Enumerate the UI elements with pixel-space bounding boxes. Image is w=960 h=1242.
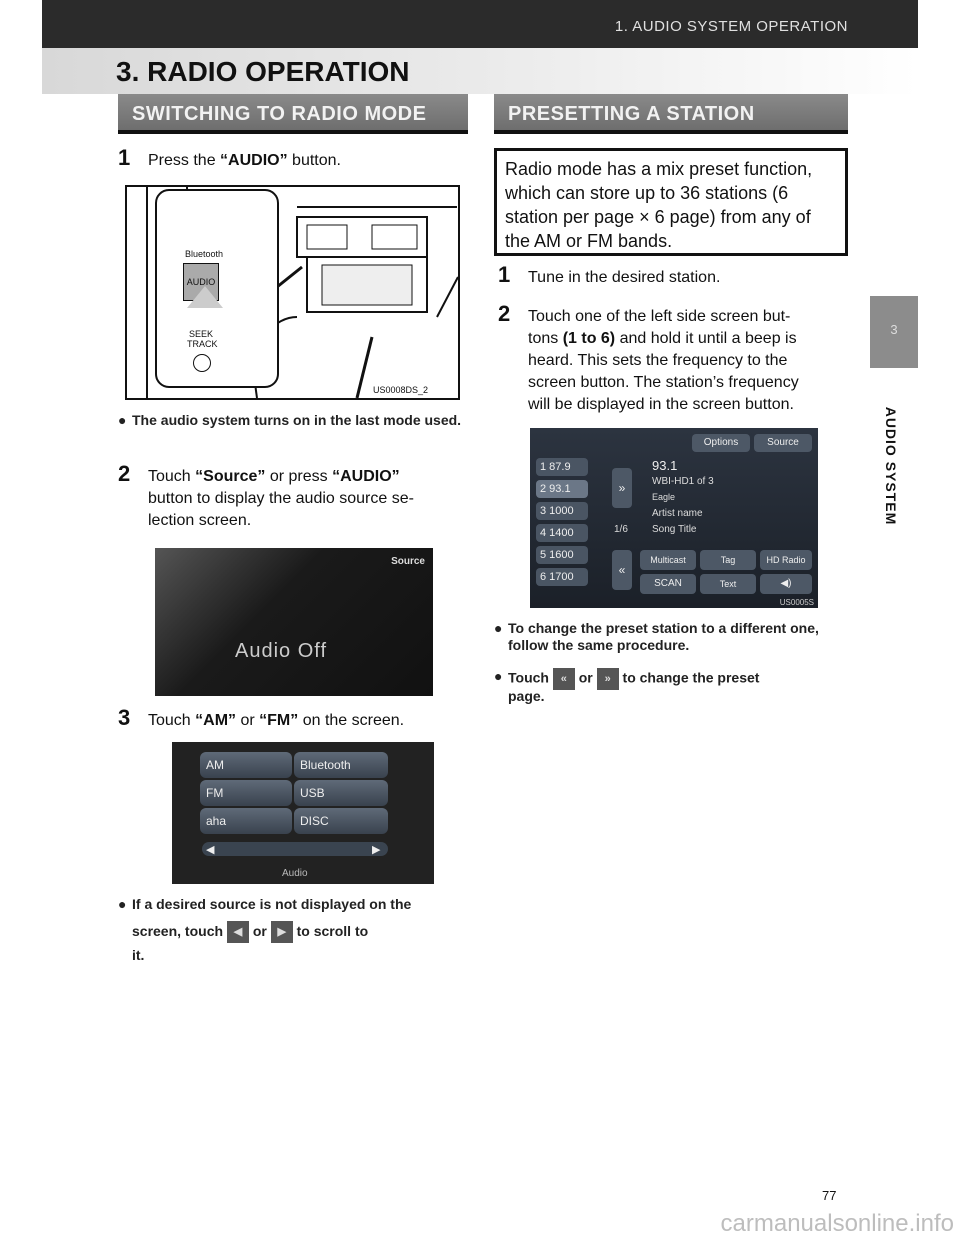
right-bullet-2: ● Touch « or » to change the preset page… bbox=[494, 668, 760, 704]
figure-audio-off-screen: Source Audio Off bbox=[155, 548, 433, 696]
left-bullet-1: ● The audio system turns on in the last … bbox=[118, 412, 462, 428]
audio-off-label: Audio Off bbox=[235, 640, 328, 662]
side-vertical-title: AUDIO SYSTEM bbox=[883, 406, 899, 526]
tune-knob-icon bbox=[193, 354, 211, 372]
chapter-title-bar: 3. RADIO OPERATION bbox=[42, 48, 918, 94]
scan-button[interactable]: SCAN bbox=[640, 574, 696, 594]
top-header-bar: 1. AUDIO SYSTEM OPERATION bbox=[42, 0, 918, 48]
next-page-button-icon: » bbox=[596, 668, 619, 690]
callout-panel: Bluetooth AUDIO SEEK TRACK bbox=[155, 189, 279, 388]
preset-button-2[interactable]: 2 93.1 bbox=[536, 480, 588, 498]
scroll-bar[interactable] bbox=[202, 842, 388, 856]
options-button[interactable]: Options bbox=[692, 434, 750, 452]
info-box: Radio mode has a mix preset function, wh… bbox=[494, 148, 848, 256]
right-step-2: 2 Touch one of the left side screen but-… bbox=[498, 301, 799, 414]
hd-channel-label: WBI-HD1 of 3 bbox=[652, 476, 714, 487]
right-step-1: 1 Tune in the desired station. bbox=[498, 262, 721, 287]
track-label: TRACK bbox=[187, 339, 218, 349]
preset-button-3[interactable]: 3 1000 bbox=[536, 502, 588, 520]
song-label: Song Title bbox=[652, 524, 697, 535]
left-bullet-2: ● If a desired source is not displayed o… bbox=[118, 896, 412, 963]
figure-source-selection: AM Bluetooth FM USB aha DISC ◀ ▶ Audio bbox=[172, 742, 434, 884]
left-step-2: 2 Touch “Source” or press “AUDIO”button … bbox=[118, 461, 414, 530]
figure-radio-screen: Options Source 1 87.9 2 93.1 3 1000 4 14… bbox=[530, 428, 818, 608]
left-step-3: 3 Touch “AM” or “FM” on the screen. bbox=[118, 705, 405, 730]
figure-code: US0005S bbox=[779, 598, 814, 607]
source-button[interactable]: Source bbox=[391, 556, 425, 567]
multicast-button[interactable]: Multicast bbox=[640, 550, 696, 570]
press-arrow-icon bbox=[187, 286, 223, 308]
scroll-right-icon[interactable]: ▶ bbox=[372, 844, 381, 856]
genre-label: Eagle bbox=[652, 492, 676, 502]
preset-button-5[interactable]: 5 1600 bbox=[536, 546, 588, 564]
frequency-label: 93.1 bbox=[652, 458, 678, 473]
preset-button-1[interactable]: 1 87.9 bbox=[536, 458, 588, 476]
preset-button-6[interactable]: 6 1700 bbox=[536, 568, 588, 586]
figure-dashboard: Bluetooth AUDIO SEEK TRACK US0008DS_2 bbox=[125, 185, 460, 400]
prev-page-button-icon: « bbox=[552, 668, 575, 690]
left-step-1: 1 Press the “AUDIO” button. bbox=[118, 145, 341, 170]
hd-radio-button[interactable]: HD Radio bbox=[760, 550, 812, 570]
fm-source-button[interactable]: FM bbox=[200, 780, 292, 806]
watermark-text: carmanualsonline.info bbox=[720, 1210, 954, 1237]
bluetooth-label: Bluetooth bbox=[185, 249, 224, 259]
page-number: 77 bbox=[822, 1188, 837, 1203]
scroll-left-button-icon: ◀ bbox=[226, 921, 249, 944]
source-button[interactable]: Source bbox=[754, 434, 812, 452]
right-bullet-1: ● To change the preset station to a diff… bbox=[494, 620, 819, 653]
next-page-icon[interactable]: » bbox=[612, 468, 632, 508]
tag-button[interactable]: Tag bbox=[700, 550, 756, 570]
scroll-right-button-icon: ▶ bbox=[270, 921, 293, 944]
banner-presetting: PRESETTING A STATION bbox=[494, 94, 848, 134]
prev-page-icon[interactable]: « bbox=[612, 550, 632, 590]
preset-button-4[interactable]: 4 1400 bbox=[536, 524, 588, 542]
page-indicator: 1/6 bbox=[614, 524, 628, 535]
chapter-tab-number: 3 bbox=[890, 322, 898, 337]
text-button[interactable]: Text bbox=[700, 574, 756, 594]
chapter-title: 3. RADIO OPERATION bbox=[116, 56, 410, 87]
figure-code: US0008DS_2 bbox=[373, 385, 429, 395]
scroll-left-icon[interactable]: ◀ bbox=[206, 844, 215, 856]
artist-label: Artist name bbox=[652, 508, 703, 519]
aha-source-button[interactable]: aha bbox=[200, 808, 292, 834]
am-source-button[interactable]: AM bbox=[200, 752, 292, 778]
status-bar-label: Audio bbox=[282, 868, 308, 879]
chapter-tab: 3 bbox=[870, 296, 918, 368]
section-title: 1. AUDIO SYSTEM OPERATION bbox=[614, 18, 848, 35]
bluetooth-source-button[interactable]: Bluetooth bbox=[294, 752, 388, 778]
seek-label: SEEK bbox=[189, 329, 214, 339]
sound-icon[interactable]: ◀) bbox=[760, 574, 812, 594]
disc-source-button[interactable]: DISC bbox=[294, 808, 388, 834]
usb-source-button[interactable]: USB bbox=[294, 780, 388, 806]
banner-switching: SWITCHING TO RADIO MODE bbox=[118, 94, 468, 134]
